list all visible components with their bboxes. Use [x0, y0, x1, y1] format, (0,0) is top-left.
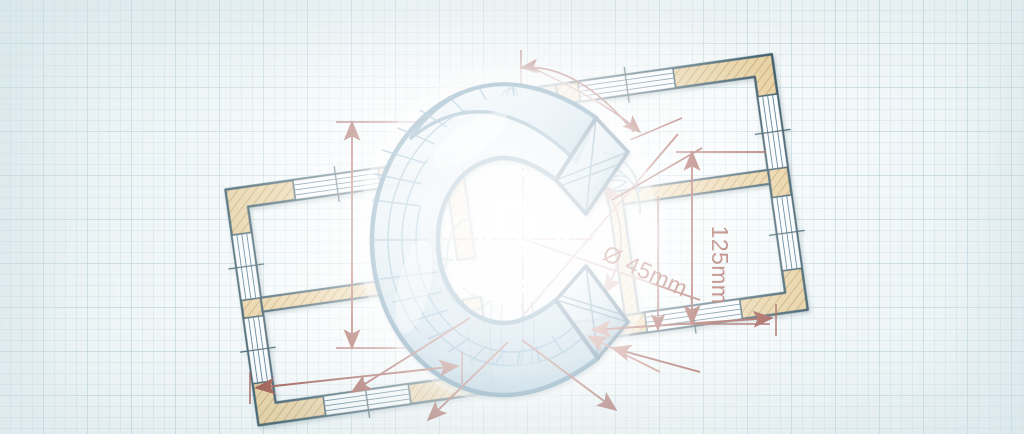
dimension-labels: Ø 45mm 125mm — [599, 226, 733, 305]
dimension-bottom-right — [590, 304, 777, 338]
dimension-label-height: 125mm — [707, 226, 733, 305]
dimension-bottom-left — [249, 352, 463, 404]
dimension-diagonal-bottom-left — [426, 341, 509, 422]
dimension-diagonal-lower-right — [586, 335, 701, 373]
dimension-label-diameter: Ø 45mm — [599, 240, 692, 302]
dimension-diagonal-lower-left-up — [350, 317, 471, 393]
dimension-diagonal-upper-right — [611, 147, 703, 201]
dimension-diagonal-bottom-right — [521, 339, 618, 412]
